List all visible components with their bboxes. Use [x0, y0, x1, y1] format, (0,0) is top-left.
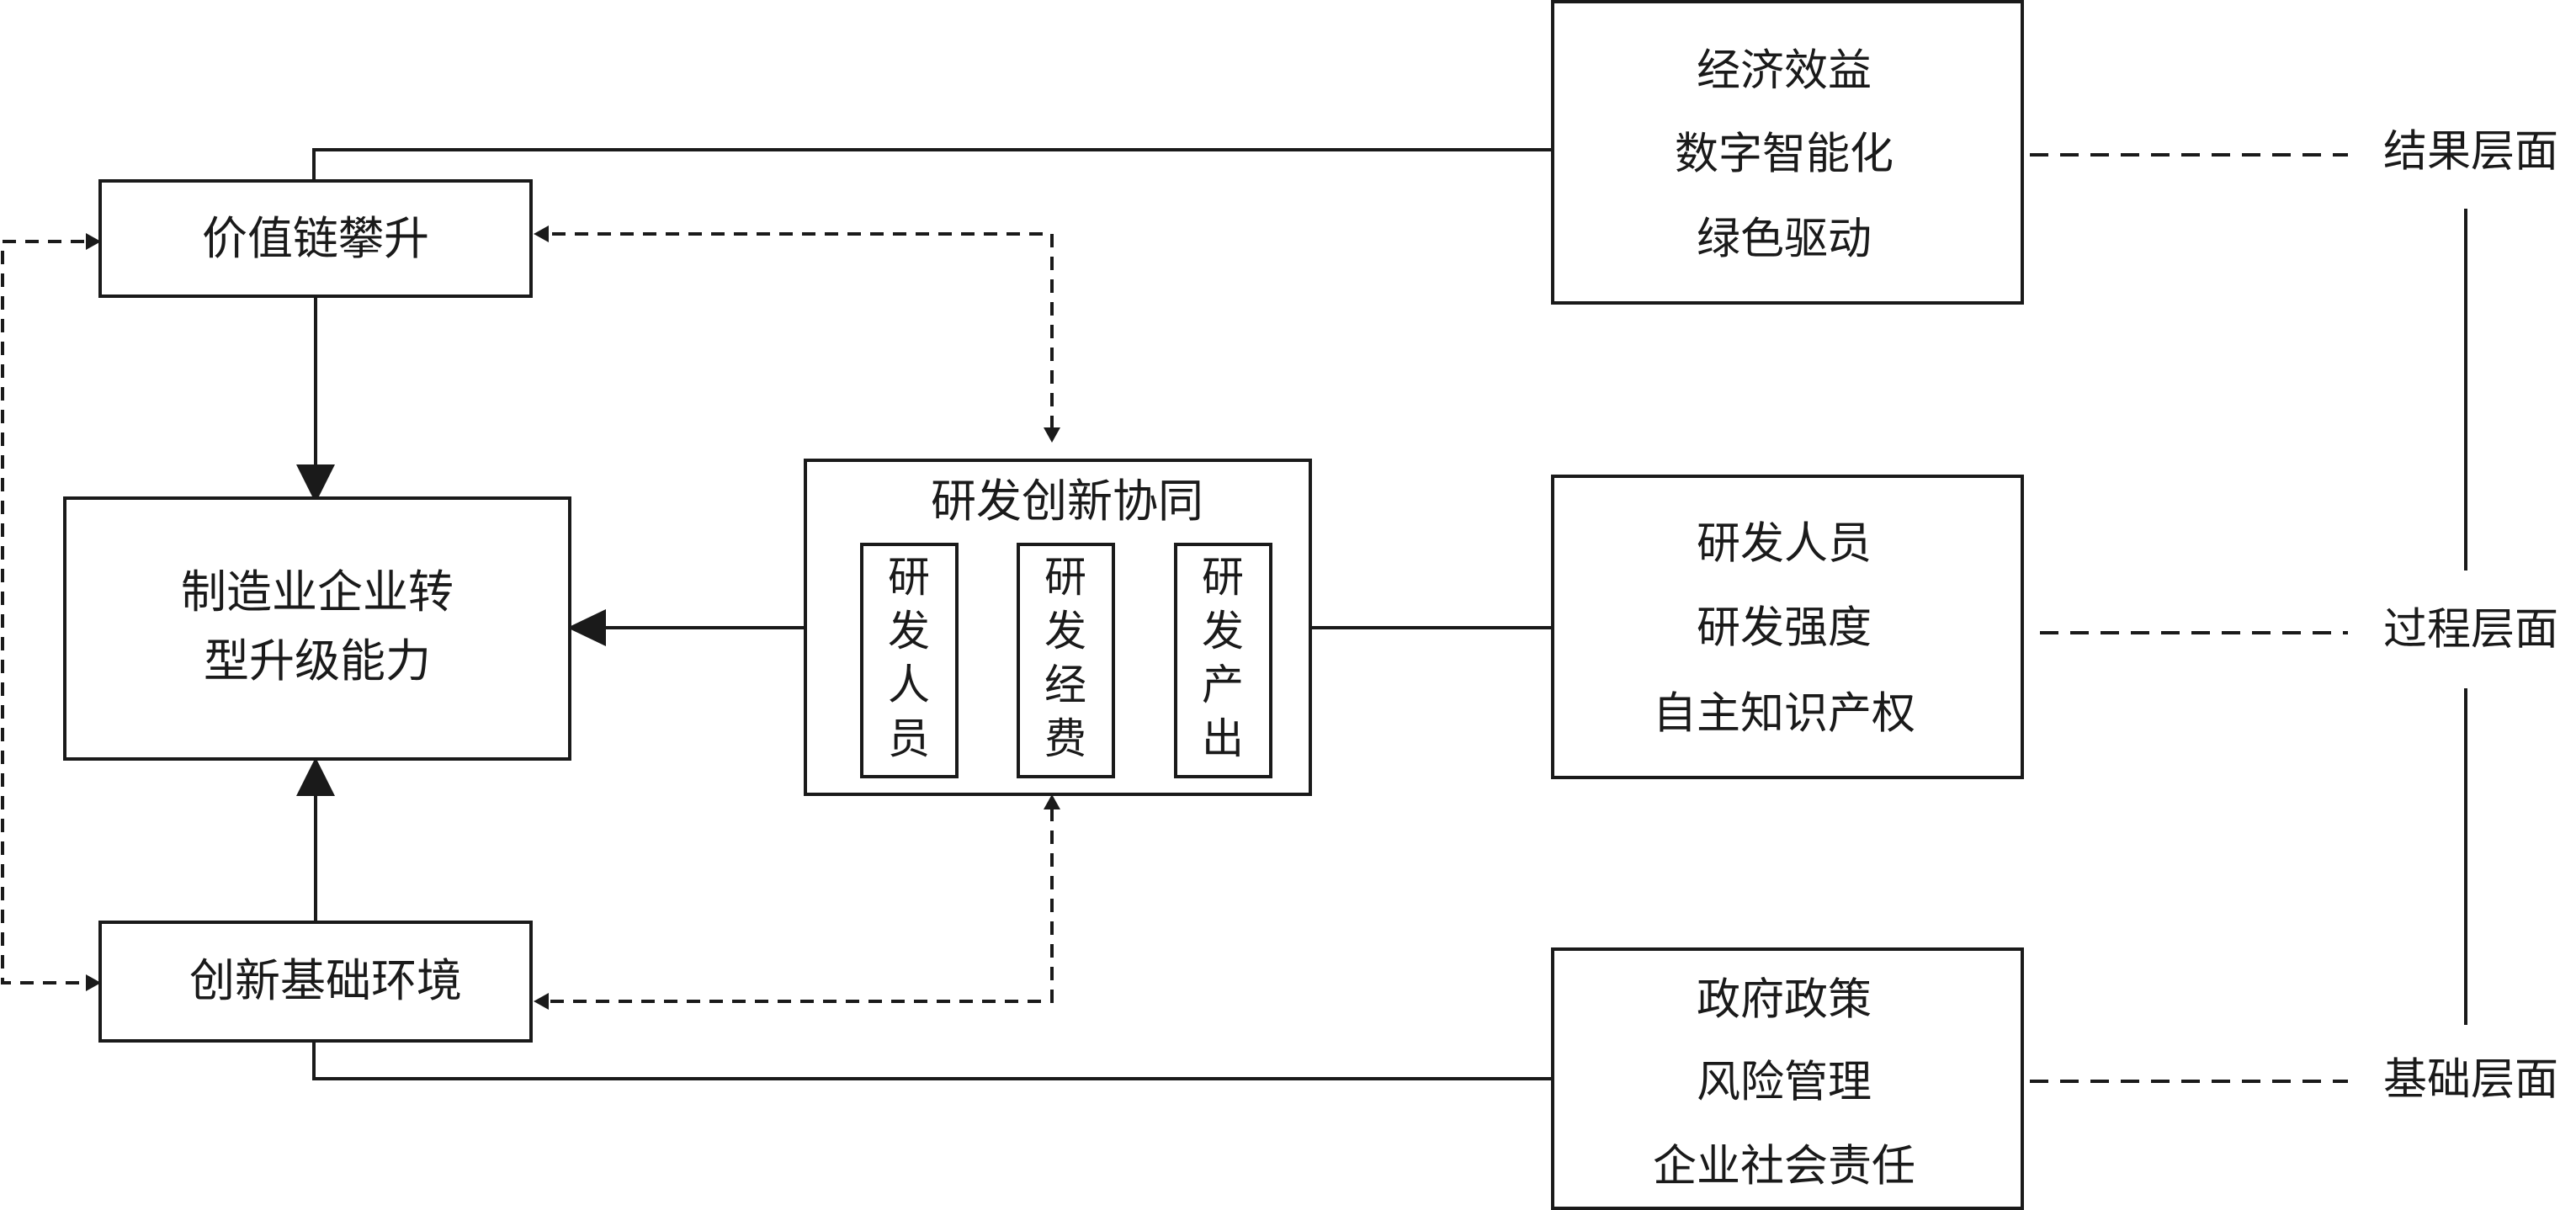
- process-indicator: 研发强度: [1697, 603, 1872, 654]
- synergy-to-capability-arrowhead: [567, 609, 606, 646]
- result-level-label: 结果层面: [2383, 127, 2558, 178]
- environment-to-capability-arrowhead: [296, 757, 335, 796]
- innovation-environment-label: 创新基础环境: [189, 954, 462, 1007]
- process-indicator: 研发人员: [1697, 519, 1872, 570]
- dashed-arrowhead-environment-right: [534, 993, 549, 1010]
- process-indicator: 自主知识产权: [1653, 689, 1915, 740]
- rd-item-char: 研: [1044, 553, 1086, 602]
- result-indicators-box: [1551, 0, 2024, 305]
- result-indicator: 经济效益: [1697, 46, 1872, 97]
- result-indicator: 绿色驱动: [1697, 215, 1872, 265]
- rd-item-char: 经: [1044, 661, 1086, 709]
- rd-item-char: 研: [1202, 553, 1244, 602]
- rd-item-char: 员: [888, 714, 930, 763]
- dashed-arrowhead-synergy-bottom: [1044, 794, 1060, 809]
- rd-item-char: 发: [1044, 607, 1086, 655]
- foundation-indicator: 企业社会责任: [1653, 1142, 1915, 1192]
- foundation-level-label: 基础层面: [2383, 1055, 2558, 1106]
- process-level-label: 过程层面: [2383, 605, 2558, 655]
- rd-output-item: 研 发 产 出: [1174, 543, 1272, 778]
- value-chain-box: [98, 179, 533, 298]
- rd-item-char: 发: [888, 607, 930, 655]
- result-indicator: 数字智能化: [1675, 130, 1893, 180]
- rd-personnel-item: 研 发 人 员: [860, 543, 959, 778]
- environment-to-foundation-line: [312, 1041, 1553, 1080]
- capability-label-line1: 制造业企业转: [181, 565, 454, 618]
- synergy-environment-dashed-link: [547, 808, 1054, 1003]
- dashed-arrowhead-environment-left: [86, 974, 101, 991]
- rd-item-char: 人: [888, 661, 930, 709]
- dashed-arrowhead-value-chain-right: [534, 226, 549, 242]
- innovation-environment-box: [98, 921, 533, 1043]
- rd-synergy-title: 研发创新协同: [931, 475, 1203, 528]
- rd-item-char: 费: [1044, 714, 1086, 763]
- process-indicators-box: [1551, 475, 2024, 779]
- value-chain-label: 价值链攀升: [202, 212, 429, 265]
- rd-item-char: 发: [1202, 607, 1244, 655]
- value-chain-to-capability-arrowhead: [296, 464, 335, 503]
- value-chain-to-result-line: [312, 148, 1553, 181]
- capability-label-line2: 型升级能力: [204, 634, 431, 687]
- rd-item-char: 出: [1202, 714, 1244, 763]
- synergy-value-chain-dashed-link: [547, 232, 1054, 429]
- foundation-indicators-box: [1551, 947, 2024, 1210]
- value-chain-environment-dashed-loop: [1, 240, 84, 984]
- foundation-indicator: 政府政策: [1697, 975, 1872, 1026]
- dashed-arrowhead-value-chain-left: [86, 233, 101, 250]
- rd-funding-item: 研 发 经 费: [1017, 543, 1115, 778]
- foundation-indicator: 风险管理: [1697, 1058, 1872, 1108]
- rd-item-char: 产: [1202, 661, 1244, 709]
- dashed-arrowhead-synergy-top: [1044, 427, 1060, 443]
- rd-item-char: 研: [888, 553, 930, 602]
- capability-box: [63, 496, 571, 761]
